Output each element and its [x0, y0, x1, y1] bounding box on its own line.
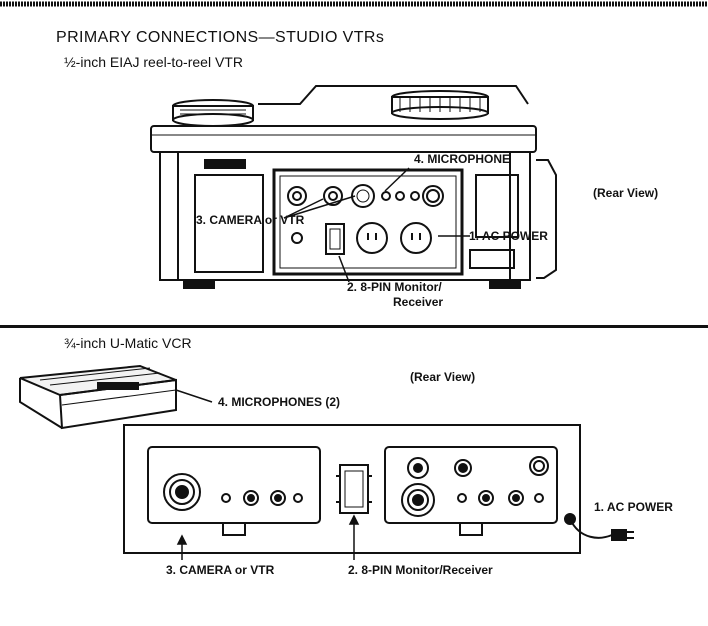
callout-microphone: 4. MICROPHONE	[414, 152, 511, 166]
rear-view-label-vtr: (Rear View)	[593, 186, 659, 200]
section-title-u-matic-vcr: ¾-inch U-Matic VCR	[64, 335, 192, 351]
callout-ac-power-vcr: 1. AC POWER	[594, 500, 673, 514]
page-title: PRIMARY CONNECTIONS—STUDIO VTRs	[56, 29, 385, 46]
callout-monitor-line2: Receiver	[393, 295, 444, 309]
rear-view-label-vcr: (Rear View)	[410, 370, 476, 384]
left-reel-icon	[172, 99, 254, 127]
vcr-perspective-icon	[19, 364, 177, 430]
callout-monitor-line1: 2. 8-PIN Monitor/	[347, 280, 442, 294]
section-divider	[0, 325, 708, 328]
right-reel-icon	[391, 90, 489, 120]
callout-camera-vtr-vcr: 3. CAMERA or VTR	[166, 563, 275, 577]
callout-monitor-receiver-vcr: 2. 8-PIN Monitor/Receiver	[348, 563, 493, 577]
top-border	[0, 1, 708, 7]
callout-camera-vtr: 3. CAMERA or VTR	[196, 213, 305, 227]
section-title-half-inch-vtr: ½-inch EIAJ reel-to-reel VTR	[64, 54, 243, 70]
callout-microphones: 4. MICROPHONES (2)	[218, 395, 341, 409]
callout-ac-power: 1. AC POWER	[469, 229, 548, 243]
